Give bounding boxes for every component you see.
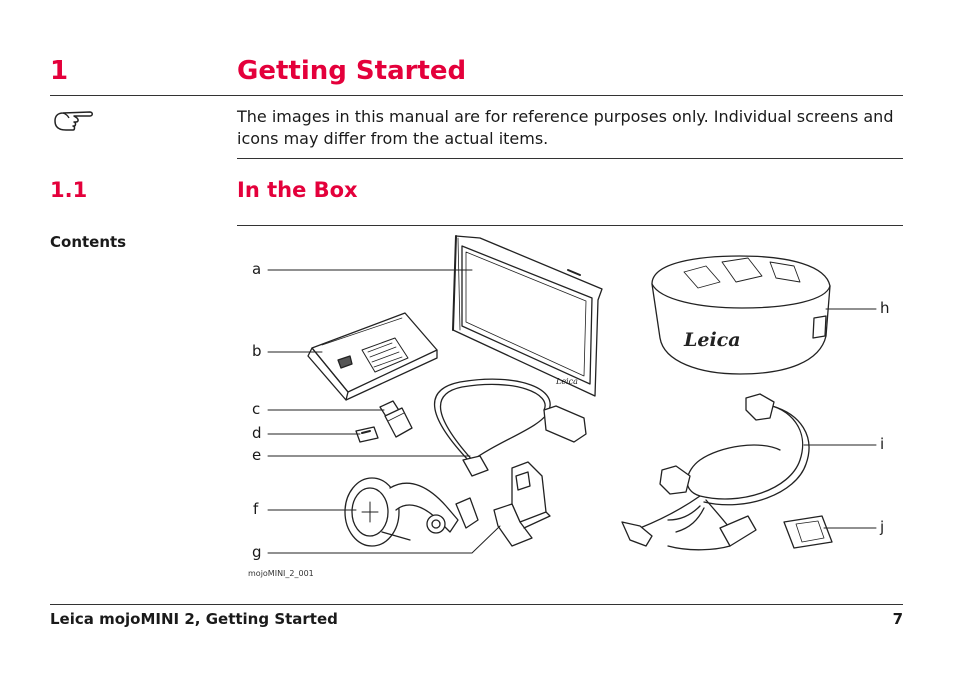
page-number: 7 (892, 610, 903, 628)
callout-j: j (880, 518, 885, 536)
tablet-display-illustration: Leica (452, 235, 603, 397)
callout-d: d (252, 424, 262, 442)
label-card-illustration (783, 515, 833, 549)
mounting-bracket-illustration (493, 461, 551, 547)
callout-e: e (252, 446, 262, 464)
chapter-number: 1 (50, 56, 69, 86)
callout-b: b (252, 342, 262, 360)
callout-c: c (252, 400, 261, 418)
section-rule (237, 225, 903, 226)
callout-g: g (252, 543, 262, 561)
footer-title: Leica mojoMINI 2, Getting Started (50, 610, 338, 628)
note-rule (237, 158, 903, 159)
svg-text:Leica: Leica (555, 377, 578, 386)
pointing-hand-icon (52, 107, 96, 135)
section-title: In the Box (237, 178, 358, 202)
callout-leader-lines (267, 269, 877, 554)
note-text: The images in this manual are for refere… (237, 107, 894, 148)
callout-h: h (880, 299, 890, 317)
chapter-title: Getting Started (237, 56, 467, 86)
callout-f: f (253, 500, 259, 518)
figure-id: mojoMINI_2_001 (248, 569, 314, 578)
data-cable-illustration (433, 378, 587, 477)
cable-harness-illustration (621, 393, 810, 551)
chapter-rule (50, 95, 903, 96)
gnss-receiver-illustration: Leica (651, 255, 831, 375)
section-number: 1.1 (50, 178, 88, 202)
quick-guide-illustration (307, 312, 438, 401)
callout-i: i (880, 435, 885, 453)
svg-text:Leica: Leica (683, 329, 741, 351)
sidebar-heading: Contents (50, 233, 127, 251)
callout-a: a (252, 260, 262, 278)
sd-card-illustration (355, 426, 379, 443)
usb-stick-illustration (379, 400, 413, 438)
suction-mount-illustration (344, 477, 479, 547)
footer-rule (50, 604, 903, 605)
